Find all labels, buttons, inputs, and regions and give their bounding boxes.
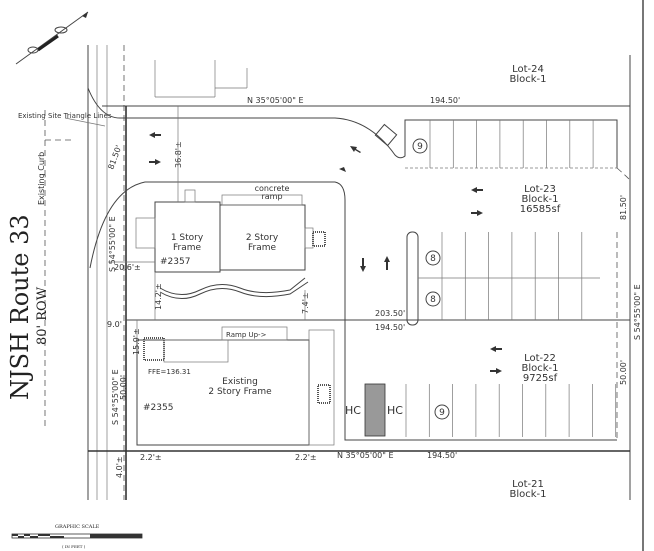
- hc-label-right: HC: [387, 404, 403, 417]
- dim-7-4: 7.4'±: [301, 292, 310, 314]
- concrete-ramp-label-2: ramp: [261, 192, 282, 201]
- arrow-diag-icon: [337, 167, 346, 172]
- graphic-scale-title: GRAPHIC SCALE: [55, 524, 100, 530]
- dim-right-lower: 50.00': [619, 360, 628, 385]
- dim-bottom-length: 194.50': [427, 451, 457, 460]
- road-row: 80' ROW: [35, 286, 50, 345]
- dim-left-lower: 50.00': [119, 375, 128, 400]
- bearing-left-lower: S 54°55'00" E: [111, 369, 120, 425]
- graphic-scale-units: ( IN FEET ): [62, 544, 86, 549]
- count-9-bottom: 9: [439, 408, 445, 418]
- lot-labels: Lot-24 Block-1 Lot-23 Block-1 16585sf Lo…: [509, 64, 560, 500]
- dimension-lines: [108, 106, 306, 340]
- two-story-label-2: Frame: [248, 243, 277, 253]
- dim-2-2-left: 2.2'±: [140, 453, 162, 462]
- bearing-right: S 54°55'00" E: [633, 284, 642, 340]
- bearing-left-upper: S 54°55'00" E: [108, 216, 117, 272]
- dim-mid-b: 194.50': [375, 323, 405, 332]
- curb-lines: [87, 87, 631, 441]
- hc-label-left: HC: [345, 404, 361, 417]
- arrow-left-icon: [149, 132, 161, 138]
- hc-access-aisle-hatch: [364, 383, 386, 437]
- arrow-right-icon: [471, 210, 483, 216]
- count-9-top: 9: [417, 142, 423, 152]
- arrow-left-icon: [471, 187, 483, 193]
- building-number-2355: #2355: [143, 403, 173, 413]
- dim-2-2-right: 2.2'±: [295, 453, 317, 462]
- lot-21-block: Block-1: [509, 489, 546, 500]
- bearing-top: N 35°05'00" E: [247, 96, 304, 105]
- concrete-ramp-label-1: concrete: [255, 184, 290, 193]
- count-8-a: 8: [430, 254, 436, 264]
- dim-right-upper: 81.50': [619, 195, 628, 220]
- lot-21: Lot-21: [512, 479, 544, 490]
- lot-22-block: Block-1: [521, 363, 558, 374]
- one-story-label-1: 1 Story: [171, 233, 204, 243]
- arrow-down-icon: [360, 258, 366, 272]
- two-story-label-1: 2 Story: [246, 233, 279, 243]
- existing-curb-note: Existing Curb: [37, 152, 46, 205]
- dim-9-0: 9.0': [107, 320, 122, 329]
- lot-24: Lot-24: [512, 64, 544, 75]
- arrow-diag-icon: [350, 146, 361, 153]
- road-lines: [44, 45, 125, 500]
- lot-23: Lot-23: [524, 184, 556, 195]
- north-arrow-icon: [15, 11, 89, 65]
- bearing-bottom: N 35°05'00" E: [337, 451, 394, 460]
- arrow-right-icon: [149, 159, 161, 165]
- building-number-2357: #2357: [160, 257, 190, 267]
- dim-20-6: 20.6'±: [114, 263, 141, 272]
- road-name: NJSH Route 33: [6, 214, 34, 400]
- existing-label-1: Existing: [222, 377, 258, 387]
- parking-stalls: [405, 120, 617, 437]
- building-2357: [135, 189, 326, 299]
- count-8-b: 8: [430, 295, 436, 305]
- one-story-label-2: Frame: [173, 243, 202, 253]
- existing-label-2: 2 Story Frame: [208, 387, 272, 397]
- ffe-label: FFE=136.31: [148, 368, 191, 376]
- traffic-arrows: [149, 132, 502, 374]
- graphic-scale: [11, 533, 143, 539]
- lot-24-block: Block-1: [509, 74, 546, 85]
- dim-14-2: 14.2'±: [154, 283, 163, 310]
- dimension-labels: N 35°05'00" E 194.50' 203.50' 194.50' N …: [106, 96, 642, 478]
- lot-23-block: Block-1: [521, 194, 558, 205]
- parking-count-markers: 9 8 8 9: [412, 138, 450, 420]
- dim-15-9: 15.9'±: [132, 328, 141, 355]
- lot-22-area: 9725sf: [523, 373, 558, 384]
- dim-36-8: 36.8'±: [174, 141, 183, 168]
- arrow-up-icon: [384, 256, 390, 270]
- lot-23-area: 16585sf: [520, 204, 561, 215]
- dim-mid-a: 203.50': [375, 309, 405, 318]
- property-lines: [88, 55, 631, 500]
- arrow-right-icon: [490, 368, 502, 374]
- sight-triangle-note: Existing Site Triangle Lines: [18, 112, 112, 120]
- ramp-up-label: Ramp Up->: [226, 331, 267, 339]
- dim-4-0: 4.0'±: [115, 456, 124, 478]
- lot-22: Lot-22: [524, 353, 556, 364]
- dim-top-length: 194.50': [430, 96, 460, 105]
- arrow-left-icon: [490, 346, 502, 352]
- building-2355: [136, 326, 335, 446]
- dim-left-upper: 81.50': [106, 144, 123, 171]
